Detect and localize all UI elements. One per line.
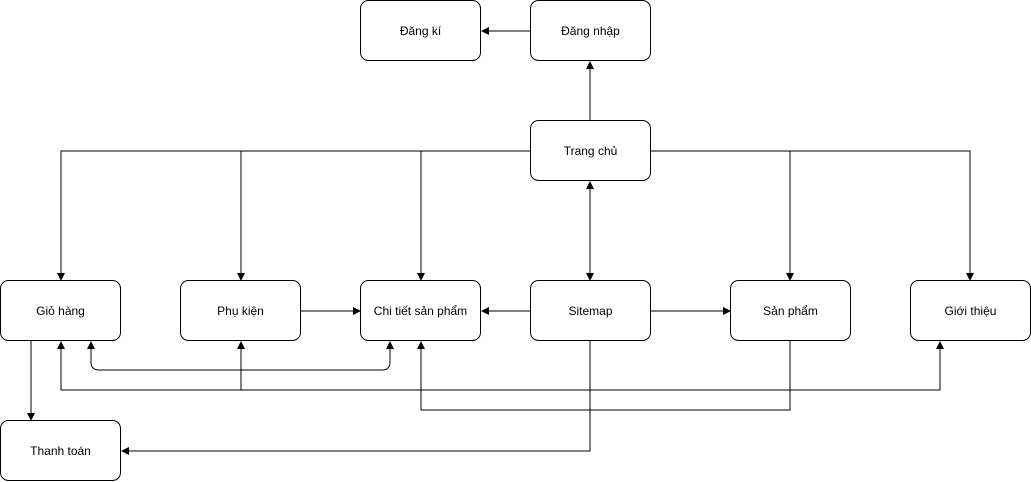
node-phu-kien: Phụ kiện <box>180 280 301 341</box>
node-thanh-toan-label: Thanh toán <box>30 444 91 458</box>
node-thanh-toan: Thanh toán <box>0 420 121 481</box>
edge-trang-chu-to-gioi-thieu <box>650 150 974 281</box>
node-dang-nhap: Đăng nhập <box>530 0 651 61</box>
edge-san-pham-to-chi-tiet <box>417 341 791 411</box>
node-trang-chu-label: Trang chủ <box>564 144 618 158</box>
node-sitemap-label: Sitemap <box>568 304 612 318</box>
node-gio-hang-label: Giỏ hàng <box>36 304 85 318</box>
node-phu-kien-label: Phụ kiện <box>217 304 264 318</box>
node-trang-chu: Trang chủ <box>530 120 651 181</box>
node-dang-ki-label: Đăng kí <box>400 24 442 38</box>
edge-sitemap-to-thanh-toan <box>121 341 591 455</box>
node-sitemap: Sitemap <box>530 280 651 341</box>
node-chi-tiet-san-pham: Chi tiết sản phẩm <box>360 280 481 341</box>
node-gio-hang: Giỏ hàng <box>0 280 121 341</box>
node-san-pham-label: Sản phẩm <box>763 304 818 318</box>
node-dang-nhap-label: Đăng nhập <box>561 24 620 38</box>
node-san-pham: Sản phẩm <box>730 280 851 341</box>
edges <box>27 27 974 455</box>
node-gioi-thieu-label: Giới thiệu <box>945 304 997 318</box>
node-gioi-thieu: Giới thiệu <box>910 280 1031 341</box>
node-chi-tiet-san-pham-label: Chi tiết sản phẩm <box>374 304 467 318</box>
edge-gio-hang-gioi-thieu <box>57 341 944 391</box>
node-dang-ki: Đăng kí <box>360 0 481 61</box>
edge-trang-chu-to-gio-hang <box>57 150 530 281</box>
